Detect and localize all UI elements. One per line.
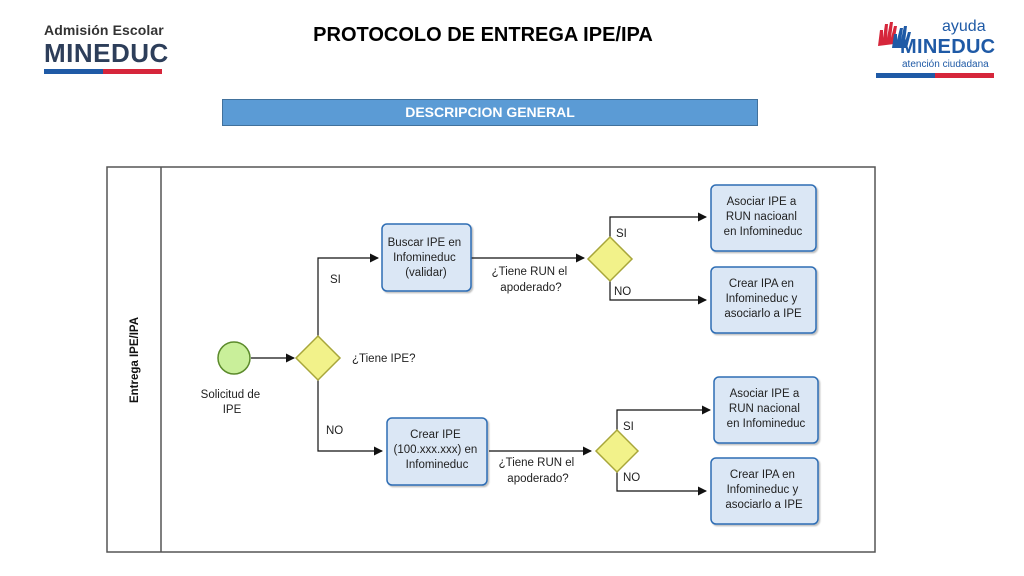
flow-si-top (609, 212, 707, 237)
task-crear-ipe: Crear IPE (100.xxx.xxx) en Infomineduc (386, 417, 488, 486)
flow-label-si-bottom: SI (623, 421, 634, 433)
logo-right-line2: MINEDUC (900, 36, 996, 58)
admision-escolar-logo: Admisión Escolar MINEDUC (44, 22, 168, 82)
gateway-top-label-line2: apoderado? (500, 282, 561, 294)
section-banner: DESCRIPCION GENERAL (222, 99, 758, 126)
task-crear-ipa-bottom-line3: asociarlo a IPE (725, 499, 803, 511)
logo-left-line2: MINEDUC (44, 38, 169, 68)
task-buscar-ipe: Buscar IPE en Infomineduc (validar) (381, 223, 472, 292)
gateway-bottom-label-line2: apoderado? (507, 473, 568, 485)
gateway-top-label: ¿Tiene RUN el apoderado? (492, 266, 571, 294)
task-asociar-top-line3: en Infomineduc (724, 226, 803, 238)
flow-label-si-top: SI (616, 228, 627, 240)
flow-si-bottom (616, 405, 711, 430)
flow-label-no-top: NO (614, 286, 631, 298)
task-asociar-top: Asociar IPE a RUN nacioanl en Infominedu… (710, 184, 817, 252)
svg-text:Crear IPE (100.xxx.xxx): Crear IPE (100.xxx.xxx) en Infomineduc (394, 429, 481, 471)
task-asociar-bottom-line3: en Infomineduc (727, 418, 806, 430)
svg-text:Asociar IPE a RUN nacioa: Asociar IPE a RUN nacioanl en Infominedu… (724, 196, 803, 238)
task-buscar-line1: Buscar IPE en (388, 237, 462, 249)
page-title: PROTOCOLO DE ENTREGA IPE/IPA (313, 24, 653, 46)
hands-icon (878, 22, 911, 48)
task-crear-ipa-bottom-line2: Infomineduc y (727, 484, 799, 496)
gateway-top-label-line1: ¿Tiene RUN el (492, 266, 568, 278)
task-crear-ipa-top-line1: Crear IPA en (729, 278, 794, 290)
lane-label: Entrega IPE/IPA (129, 317, 141, 403)
task-crear-ipa-bottom: Crear IPA en Infomineduc y asociarlo a I… (710, 457, 819, 525)
gateway-top (586, 235, 634, 283)
svg-text:Asociar IPE a RUN nacion: Asociar IPE a RUN nacional en Infominedu… (727, 388, 806, 430)
logo-left-line1: Admisión Escolar (44, 22, 164, 38)
svg-text:Crear IPA en Infomineduc: Crear IPA en Infomineduc y asociarlo a I… (724, 278, 802, 320)
task-crear-ipa-top-line3: asociarlo a IPE (724, 308, 802, 320)
flow-label-no-bottom: NO (623, 472, 640, 484)
flow-label-no-main: NO (326, 425, 343, 437)
task-asociar-top-line2: RUN nacioanl (726, 211, 797, 223)
flow-no-main (317, 380, 383, 456)
gateway-bottom-label: ¿Tiene RUN el apoderado? (499, 457, 578, 485)
task-crear-ipa-bottom-line1: Crear IPA en (730, 469, 795, 481)
task-crear-ipe-line2: (100.xxx.xxx) en (394, 444, 478, 456)
task-crear-ipe-line1: Crear IPE (410, 429, 461, 441)
flow-label-si-main: SI (330, 274, 341, 286)
gateway-bottom-label-line1: ¿Tiene RUN el (499, 457, 575, 469)
start-label-line1: Solicitud de (201, 389, 260, 401)
flow-no-bottom (616, 472, 707, 496)
task-asociar-bottom: Asociar IPE a RUN nacional en Infominedu… (713, 376, 819, 444)
logo-right-flag-bar (876, 73, 994, 78)
gateway-bottom (594, 428, 640, 474)
task-buscar-line3: (validar) (405, 267, 447, 279)
svg-text:Buscar IPE en Infominedu: Buscar IPE en Infomineduc (validar) (388, 237, 465, 279)
start-event (217, 341, 251, 375)
logo-right-line3: atención ciudadana (902, 59, 989, 70)
gateway-main-label: ¿Tiene IPE? (352, 353, 416, 365)
flow-no-top (609, 281, 707, 305)
task-asociar-bottom-line2: RUN nacional (729, 403, 800, 415)
task-asociar-bottom-line1: Asociar IPE a (730, 388, 800, 400)
logo-right-line1: ayuda (942, 18, 986, 35)
start-label-line2: IPE (223, 404, 242, 416)
task-buscar-line2: Infomineduc (393, 252, 456, 264)
flow-si-main (317, 253, 379, 336)
ayuda-mineduc-logo: ayuda MINEDUC atención ciudadana (866, 14, 998, 84)
task-asociar-top-line1: Asociar IPE a (727, 196, 797, 208)
logo-left-flag-bar (44, 69, 162, 74)
gateway-main (294, 334, 342, 382)
start-event-label: Solicitud de IPE (201, 389, 264, 416)
svg-text:Crear IPA en Infomineduc: Crear IPA en Infomineduc y asociarlo a I… (725, 469, 803, 511)
task-crear-ipe-line3: Infomineduc (406, 459, 469, 471)
task-crear-ipa-top: Crear IPA en Infomineduc y asociarlo a I… (710, 266, 817, 334)
task-crear-ipa-top-line2: Infomineduc y (726, 293, 798, 305)
